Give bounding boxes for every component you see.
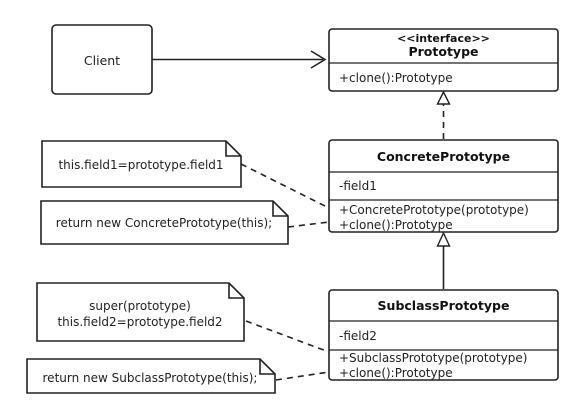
note-2-connector bbox=[287, 221, 330, 228]
realization-triangle bbox=[436, 90, 451, 105]
note-2-frame bbox=[40, 200, 289, 245]
note-1-text: this.field1=prototype.field1 bbox=[58, 158, 223, 172]
note-2-fold bbox=[272, 201, 288, 217]
subclass-field-field2: -field2 bbox=[339, 329, 377, 343]
prototype-method-clone: +clone():Prototype bbox=[339, 71, 453, 85]
note-4-fold bbox=[259, 359, 275, 375]
note-3-text-line-1: super(prototype) bbox=[89, 299, 191, 313]
note-4-connector bbox=[275, 371, 330, 381]
note-3-fold bbox=[228, 283, 244, 299]
prototype-stereotype: <<interface>> bbox=[397, 32, 490, 45]
concrete-method-clone: +clone():Prototype bbox=[339, 218, 453, 232]
subclass-method-clone: +clone():Prototype bbox=[339, 366, 453, 380]
note-field1-copy: this.field1=prototype.field1 bbox=[41, 140, 242, 188]
subclass-method-constructor: +SubclassPrototype(prototype) bbox=[339, 351, 527, 365]
note-3-text-line-2: this.field2=prototype.field2 bbox=[57, 315, 222, 329]
note-1-connector bbox=[240, 163, 330, 209]
subclass-prototype-class: SubclassPrototype -field2 +SubclassProto… bbox=[328, 289, 559, 381]
note-1-fold bbox=[225, 141, 241, 157]
prototype-interface: <<interface>> Prototype +clone():Prototy… bbox=[328, 28, 559, 92]
client-box: Client bbox=[51, 24, 153, 95]
generalization-triangle bbox=[436, 231, 451, 247]
client-label: Client bbox=[84, 53, 120, 68]
concrete-field-field1: -field1 bbox=[339, 179, 377, 193]
prototype-name: Prototype bbox=[408, 44, 478, 59]
subclass-box bbox=[328, 289, 559, 381]
concrete-method-constructor: +ConcretePrototype(prototype) bbox=[339, 203, 529, 217]
association-arrowhead bbox=[310, 50, 327, 69]
association-client-prototype bbox=[152, 50, 327, 69]
generalization-subclass-concrete bbox=[436, 231, 451, 289]
note-4-frame bbox=[26, 358, 276, 394]
note-2-text: return new ConcretePrototype(this); bbox=[56, 216, 272, 230]
note-3-connector bbox=[245, 320, 330, 353]
note-subclass-clone: return new SubclassPrototype(this); bbox=[26, 358, 276, 394]
note-3-frame bbox=[36, 282, 245, 342]
note-concrete-clone: return new ConcretePrototype(this); bbox=[40, 200, 289, 245]
concrete-prototype-class: ConcretePrototype -field1 +ConcreteProto… bbox=[328, 139, 559, 233]
realization-concrete-prototype bbox=[436, 90, 451, 139]
note-1-frame bbox=[41, 140, 242, 188]
note-subclass-constructor: super(prototype) this.field2=prototype.f… bbox=[36, 282, 245, 342]
concrete-name: ConcretePrototype bbox=[377, 149, 510, 164]
note-4-text: return new SubclassPrototype(this); bbox=[43, 371, 258, 385]
subclass-name: SubclassPrototype bbox=[378, 298, 510, 313]
